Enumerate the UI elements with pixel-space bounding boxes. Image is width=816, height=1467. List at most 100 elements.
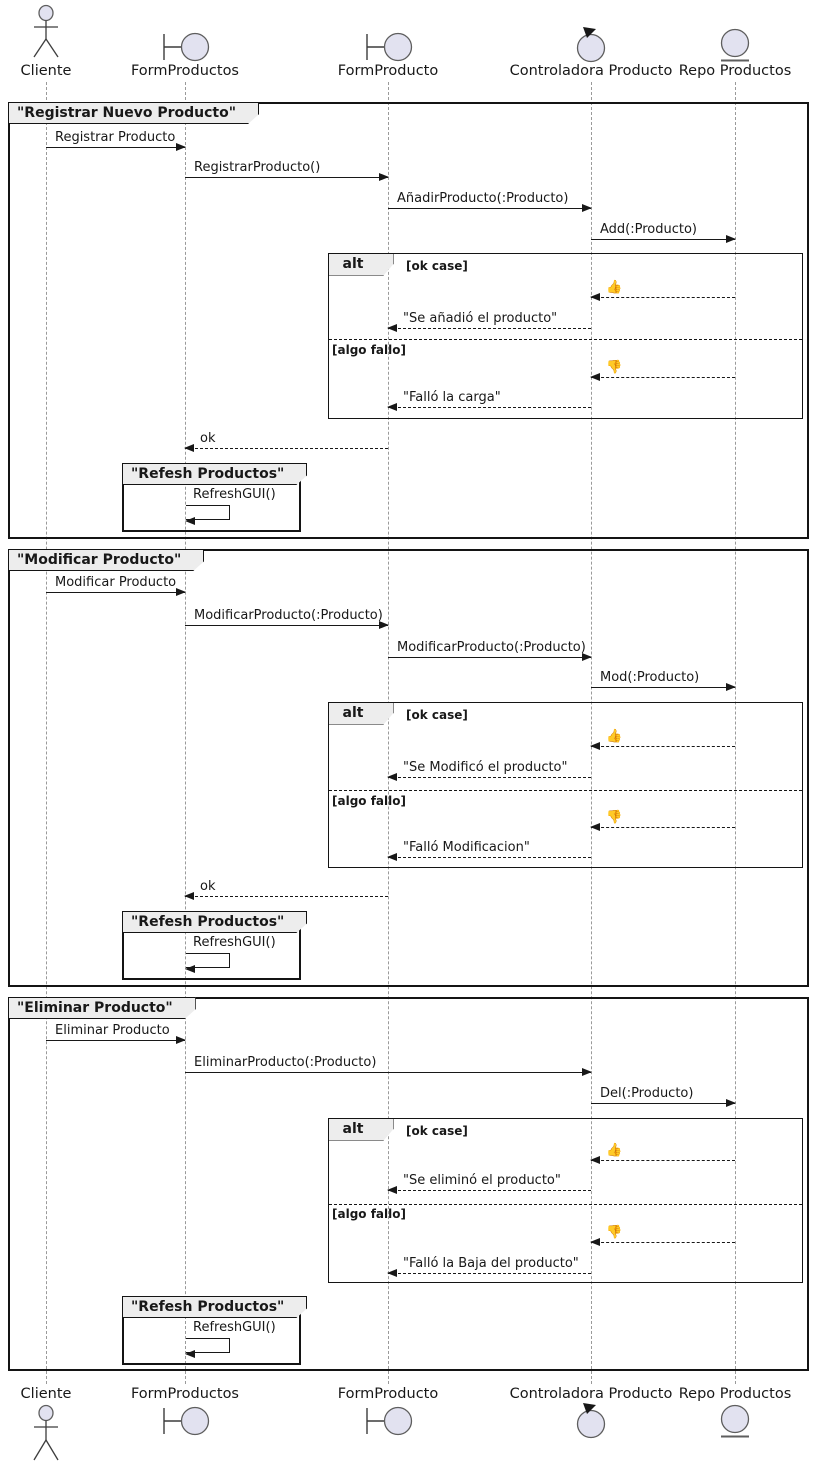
message-label: "Se añadió el producto": [403, 311, 558, 326]
arrow-right: [46, 1036, 186, 1044]
alt-fragment-eliminar: alt [ok case] [algo fallo]: [328, 1118, 803, 1283]
control-icon: [576, 27, 606, 63]
message-label: Modificar Producto: [55, 575, 177, 590]
message-label: "Se eliminó el producto": [403, 1173, 561, 1188]
participant-label-cliente-bottom: Cliente: [20, 1386, 72, 1402]
return-se-anadio: "Se añadió el producto": [387, 311, 591, 332]
arrow-right: [46, 143, 186, 151]
thumbs-down-icon: 👎: [606, 1225, 623, 1240]
message-modificarproducto-2: ModificarProducto(:Producto): [388, 640, 592, 661]
frame-title-text: "Registrar Nuevo Producto": [17, 105, 237, 121]
message-label: EliminarProducto(:Producto): [194, 1055, 377, 1070]
arrow-left-dashed: [590, 293, 735, 301]
subframe-title: "Refesh Productos": [122, 911, 307, 933]
guard-ok-case: [ok case]: [406, 1124, 468, 1138]
subframe-refresh-2: "Refesh Productos": [122, 911, 301, 980]
return-thumbs-down: 👎: [590, 360, 735, 381]
arrow-right: [591, 235, 736, 243]
arrow-left-dashed: [387, 324, 591, 332]
thumbs-down-icon: 👎: [606, 810, 623, 825]
message-label: "Falló Modificacion": [403, 840, 530, 855]
frame-title: "Modificar Producto": [8, 549, 204, 571]
message-add: Add(:Producto): [591, 222, 736, 243]
guard-algo-fallo: [algo fallo]: [332, 1207, 406, 1221]
boundary-icon: [163, 32, 210, 62]
control-icon: [576, 1403, 606, 1439]
entity-icon: [720, 28, 750, 62]
return-ok: ok: [184, 879, 388, 900]
guard-algo-fallo: [algo fallo]: [332, 794, 406, 808]
return-fallo-baja: "Falló la Baja del producto": [387, 1256, 591, 1277]
guard-algo-fallo: [algo fallo]: [332, 343, 406, 357]
arrow-right: [388, 653, 592, 661]
arrow-left-dashed: [590, 1238, 735, 1246]
message-label: ModificarProducto(:Producto): [397, 640, 586, 655]
arrow-left-dashed: [387, 773, 591, 781]
frame-title: "Eliminar Producto": [8, 997, 196, 1019]
return-thumbs-up: 👍: [590, 1143, 735, 1164]
alt-fragment-registrar: alt [ok case] [algo fallo]: [328, 253, 803, 419]
return-thumbs-up: 👍: [590, 729, 735, 750]
message-label: AñadirProducto(:Producto): [397, 191, 569, 206]
participant-label-repo: Repo Productos: [678, 63, 792, 79]
frame-modificar: "Modificar Producto": [8, 549, 809, 987]
frame-title-text: "Modificar Producto": [17, 552, 182, 568]
entity-icon: [720, 1404, 750, 1438]
thumbs-up-icon: 👍: [606, 729, 623, 744]
arrow-left-dashed: [590, 823, 735, 831]
frame-title-text: "Eliminar Producto": [17, 1000, 173, 1016]
lifeline-repo: [734, 82, 736, 1384]
message-label: Registrar Producto: [55, 130, 176, 145]
self-message-arrow: [184, 1338, 230, 1358]
alt-operator: alt: [328, 1118, 394, 1141]
self-message-label: RefreshGUI(): [193, 487, 276, 502]
participant-label-formproducto-bottom: FormProducto: [337, 1386, 439, 1402]
participant-label-formproducto: FormProducto: [337, 63, 439, 79]
self-message-arrow: [184, 953, 230, 973]
boundary-icon: [366, 32, 413, 62]
subframe-title-text: "Refesh Productos": [131, 466, 285, 482]
guard-ok-case: [ok case]: [406, 259, 468, 273]
alt-divider: [329, 790, 802, 791]
arrow-right: [185, 1068, 592, 1076]
message-registrar-producto: Registrar Producto: [46, 130, 186, 151]
arrow-left-dashed: [387, 1269, 591, 1277]
message-anadirproducto: AñadirProducto(:Producto): [388, 191, 592, 212]
message-label: "Falló la Baja del producto": [403, 1256, 579, 1271]
guard-ok-case: [ok case]: [406, 708, 468, 722]
arrow-right: [591, 1099, 736, 1107]
subframe-title-text: "Refesh Productos": [131, 1299, 285, 1315]
message-eliminar-producto: Eliminar Producto: [46, 1023, 186, 1044]
alt-fragment-modificar: alt [ok case] [algo fallo]: [328, 702, 803, 868]
message-label: Del(:Producto): [600, 1086, 694, 1101]
message-label: RegistrarProducto(): [194, 160, 321, 175]
message-label: "Se Modificó el producto": [403, 760, 568, 775]
actor-icon: [33, 4, 59, 58]
actor-icon: [33, 1404, 59, 1461]
arrow-left-dashed: [387, 1186, 591, 1194]
frame-registrar: "Registrar Nuevo Producto": [8, 102, 809, 539]
return-thumbs-down: 👎: [590, 1225, 735, 1246]
self-message-label: RefreshGUI(): [193, 935, 276, 950]
arrow-left-dashed: [590, 742, 735, 750]
arrow-left-dashed: [387, 403, 591, 411]
message-label: Mod(:Producto): [600, 670, 700, 685]
arrow-right: [185, 173, 389, 181]
return-se-elimino: "Se eliminó el producto": [387, 1173, 591, 1194]
message-eliminarproducto: EliminarProducto(:Producto): [185, 1055, 592, 1076]
message-label: Add(:Producto): [600, 222, 698, 237]
arrow-left-dashed: [590, 1156, 735, 1164]
alt-operator: alt: [328, 702, 394, 725]
return-ok: ok: [184, 431, 388, 452]
arrow-left-dashed: [590, 373, 735, 381]
thumbs-up-icon: 👍: [606, 280, 623, 295]
alt-operator: alt: [328, 253, 394, 276]
boundary-icon: [366, 1406, 413, 1436]
message-label: ok: [200, 431, 216, 446]
message-registrarproducto-call: RegistrarProducto(): [185, 160, 389, 181]
alt-divider: [329, 339, 802, 340]
message-mod: Mod(:Producto): [591, 670, 736, 691]
lifeline-cliente: [45, 82, 47, 1384]
message-modificar-producto: Modificar Producto: [46, 575, 186, 596]
